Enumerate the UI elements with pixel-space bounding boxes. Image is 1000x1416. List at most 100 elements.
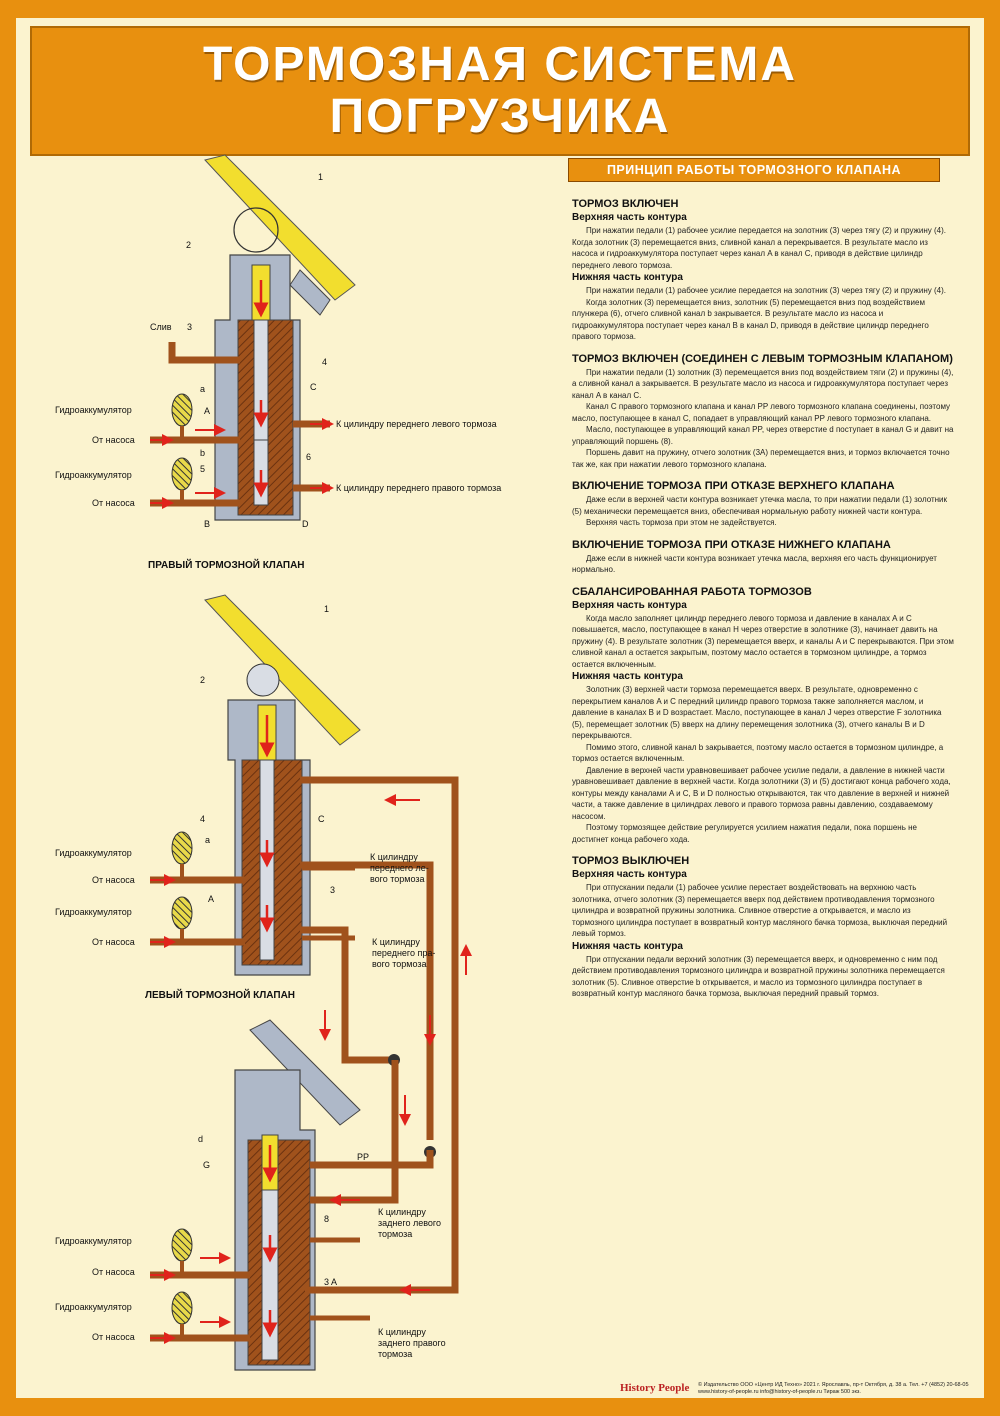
section-heading: ТОРМОЗ ВКЛЮЧЕН	[572, 198, 679, 210]
label-2-out1-l2: переднего ле-	[370, 863, 429, 873]
label-3-out1-l2: заднего левого	[378, 1218, 441, 1228]
section-heading: ВКЛЮЧЕНИЕ ТОРМОЗА ПРИ ОТКАЗЕ НИЖНЕГО КЛА…	[572, 538, 891, 551]
section-subheading: Нижняя часть контура	[572, 940, 683, 952]
caption-left-valve: ЛЕВЫЙ ТОРМОЗНОЙ КЛАПАН	[145, 988, 295, 1001]
label-2-part-3: 3	[330, 885, 335, 895]
section-subheading: Верхняя часть контура	[572, 212, 687, 223]
label-2-a-cap: A	[208, 894, 214, 904]
label-2-part-4: 4	[200, 814, 205, 824]
label-1-a-small: a	[200, 384, 205, 394]
label-3-out2-l2: заднего правого	[378, 1338, 446, 1348]
label-3-part-8: 8	[324, 1214, 329, 1224]
section-paragraph: Даже если в нижней части контура возника…	[572, 553, 937, 575]
title-line-1: ТОРМОЗНАЯ СИСТЕМА	[202, 38, 797, 91]
label-3-out1-l3: тормоза	[378, 1229, 412, 1239]
label-1-pump2: От насоса	[92, 498, 135, 508]
label-1-part-3: 3	[187, 322, 192, 332]
section-paragraph: Верхняя часть тормоза при этом не задейс…	[586, 518, 777, 527]
pedal-bracket-1	[289, 269, 331, 316]
pedal-3	[249, 1019, 361, 1126]
section-paragraph: Даже если в верхней части контура возник…	[572, 495, 948, 516]
footer: History People © Издательство ООО «Центр…	[620, 1380, 980, 1400]
label-1-d-cap: D	[302, 519, 309, 529]
label-2-acc2: Гидроаккумулятор	[55, 907, 132, 917]
label-2-acc1: Гидроаккумулятор	[55, 848, 132, 858]
label-2-out1-l3: вого тормоза	[370, 874, 425, 884]
section-paragraph: Масло, поступающее в управляющий канал P…	[572, 425, 954, 446]
link-pipe-1	[300, 861, 434, 1140]
rear-pipe-2	[310, 1150, 434, 1169]
label-3-acc1: Гидроаккумулятор	[55, 1236, 132, 1246]
label-2-out2-l1: К цилиндру	[372, 937, 420, 947]
label-1-part-5: 5	[200, 464, 205, 474]
label-3-g-cap: G	[203, 1160, 210, 1170]
label-3-pp: PP	[357, 1152, 369, 1162]
section-heading: ТОРМОЗ ВКЛЮЧЕН (СОЕДИНЕН С ЛЕВЫМ ТОРМОЗН…	[572, 352, 953, 365]
label-1-a-cap: A	[204, 406, 210, 416]
rear-pipe-1	[305, 1200, 459, 1294]
section-subheading: Нижняя часть контура	[572, 272, 683, 283]
section-heading: ТОРМОЗ ВЫКЛЮЧЕН	[572, 855, 690, 867]
section-paragraph: При нажатии педали (1) золотник (3) пере…	[572, 367, 954, 400]
label-1-out-right: К цилиндру переднего правого тормоза	[336, 483, 501, 493]
label-1-b-cap: B	[204, 519, 210, 529]
section-heading: СБАЛАНСИРОВАННАЯ РАБОТА ТОРМОЗОВ	[572, 585, 812, 598]
section-paragraph: Поэтому тормозящее действие регулируется…	[572, 823, 917, 844]
label-3-out2-l1: К цилиндру	[378, 1327, 426, 1337]
label-2-a-small: a	[205, 835, 210, 845]
label-3-d-small: d	[198, 1134, 203, 1144]
section-paragraph: Поршень давит на пружину, отчего золотни…	[572, 448, 950, 469]
pedal-pivot-1	[233, 207, 279, 253]
label-2-pump1: От насоса	[92, 875, 135, 885]
label-2-out2-l3: вого тормоза	[372, 959, 427, 969]
return-pipe	[300, 776, 459, 1200]
accumulator-1b	[171, 457, 193, 491]
right-valve-diagram: 1 2 3 4 5 6 Слив C a A b B D Гидроаккуму…	[55, 154, 501, 571]
title-banner: ТОРМОЗНАЯ СИСТЕМА ПОГРУЗЧИКА	[30, 26, 970, 156]
label-3-out2-l3: тормоза	[378, 1349, 412, 1359]
valve-body-3	[247, 1139, 311, 1366]
pedal-roller-2	[246, 663, 280, 697]
spool-3-1	[253, 319, 269, 441]
label-2-out2-l2: переднего пра-	[372, 948, 435, 958]
accumulator-3b	[171, 1291, 193, 1325]
brake-pedal-2	[204, 594, 361, 746]
label-1-part-2: 2	[186, 240, 191, 250]
section-paragraph: Золотник (3) верхней части тормоза перем…	[572, 685, 942, 740]
label-2-out1-l1: К цилиндру	[370, 852, 418, 862]
label-1-b-small: b	[200, 448, 205, 458]
label-3-pump1: От насоса	[92, 1267, 135, 1277]
text-section: ВКЛЮЧЕНИЕ ТОРМОЗА ПРИ ОТКАЗЕ НИЖНЕГО КЛА…	[572, 539, 954, 576]
brake-pedal-1	[204, 154, 356, 301]
accumulator-2b	[171, 896, 193, 930]
label-1-acc1: Гидроаккумулятор	[55, 405, 132, 415]
spool-3a	[261, 1189, 279, 1361]
publisher-logo: History People	[620, 1382, 690, 1394]
section-paragraph: Канал C правого тормозного клапана и кан…	[572, 402, 951, 423]
accumulator-3a	[171, 1228, 193, 1262]
rear-valve-diagram: d G PP 8 3 A Гидроаккумулятор От насоса …	[55, 1019, 459, 1371]
section-paragraph: Когда масло заполняет цилиндр переднего …	[572, 613, 954, 669]
section-subheading: Нижняя часть контура	[572, 671, 683, 682]
label-2-c: C	[318, 814, 325, 824]
principle-header: ПРИНЦИП РАБОТЫ ТОРМОЗНОГО КЛАПАНА	[568, 158, 940, 182]
label-3-out1-l1: К цилиндру	[378, 1207, 426, 1217]
label-1-out-left: К цилиндру переднего левого тормоза	[336, 419, 497, 429]
caption-right-valve: ПРАВЫЙ ТОРМОЗНОЙ КЛАПАН	[148, 558, 305, 571]
label-1-part-4: 4	[322, 357, 327, 367]
text-section: ТОРМОЗ ВКЛЮЧЕН (СОЕДИНЕН С ЛЕВЫМ ТОРМОЗН…	[572, 353, 954, 471]
text-section: ВКЛЮЧЕНИЕ ТОРМОЗА ПРИ ОТКАЗЕ ВЕРХНЕГО КЛ…	[572, 480, 954, 529]
accumulator-1a	[171, 393, 193, 427]
section-subheading: Верхняя часть контура	[572, 599, 687, 611]
section-paragraph: При нажатии педали (1) рабочее усилие пе…	[586, 286, 946, 295]
accumulator-2a	[171, 831, 193, 865]
label-1-pump1: От насоса	[92, 435, 135, 445]
title-line-2: ПОГРУЗЧИКА	[329, 90, 671, 143]
label-3-part-3a: 3 A	[324, 1277, 337, 1287]
label-1-part-1: 1	[318, 172, 323, 182]
label-2-pump2: От насоса	[92, 937, 135, 947]
